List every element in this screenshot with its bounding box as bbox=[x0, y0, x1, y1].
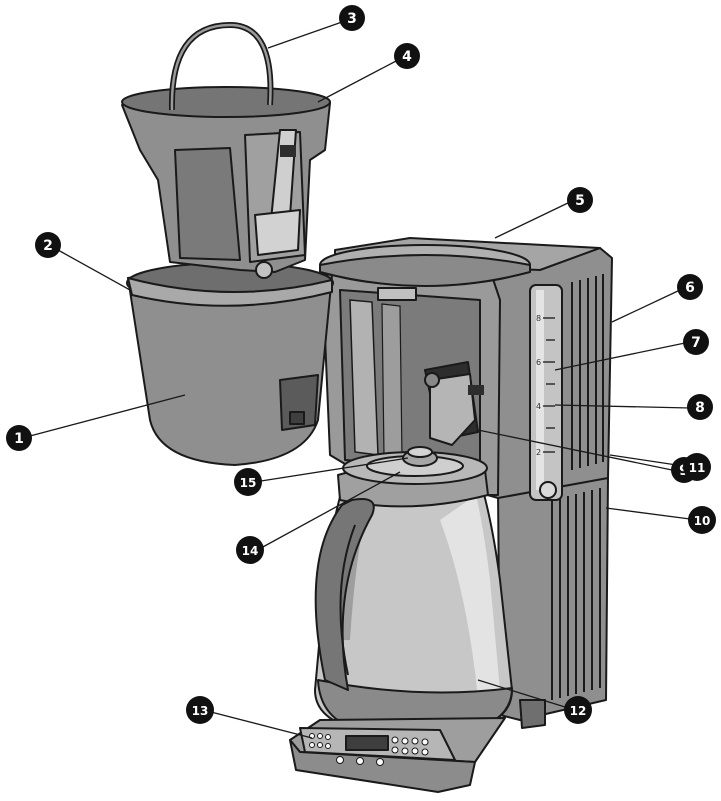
callout-1: 1 bbox=[6, 425, 32, 451]
water-scale-8: 8 bbox=[536, 314, 541, 323]
callout-14: 14 bbox=[236, 536, 264, 564]
water-scale-4: 4 bbox=[536, 402, 541, 411]
water-level-window: 8 6 4 2 bbox=[529, 284, 563, 501]
callout-3: 3 bbox=[339, 5, 365, 31]
anti-drip-valve bbox=[424, 361, 484, 446]
callout-4: 4 bbox=[394, 43, 420, 69]
callout-2-label: 2 bbox=[43, 238, 53, 254]
control-panel bbox=[289, 717, 506, 793]
callout-1-label: 1 bbox=[14, 431, 24, 447]
callout-3-label: 3 bbox=[347, 11, 357, 27]
callout-12-label: 12 bbox=[570, 704, 587, 718]
callout-11-display: 11 bbox=[683, 453, 711, 481]
callout-5: 5 bbox=[567, 187, 593, 213]
callout-15-label: 15 bbox=[240, 476, 257, 490]
callout-7: 7 bbox=[683, 329, 709, 355]
callout-8: 8 bbox=[687, 394, 713, 420]
housing-ribs-lower bbox=[551, 488, 601, 700]
callout-12: 12 bbox=[564, 696, 592, 724]
callout-10: 10 bbox=[688, 506, 716, 534]
permanent-filter bbox=[121, 86, 331, 279]
filter-basket-holder bbox=[126, 262, 334, 466]
callout-8-label: 8 bbox=[695, 400, 705, 416]
lid-release-button bbox=[402, 446, 438, 467]
callout-7-label: 7 bbox=[691, 335, 701, 351]
water-scale-2: 2 bbox=[536, 448, 541, 457]
callout-11-label: 11 bbox=[689, 461, 706, 475]
callout-5-label: 5 bbox=[575, 193, 585, 209]
callout-14-label: 14 bbox=[242, 544, 259, 558]
callout-6: 6 bbox=[677, 274, 703, 300]
housing-ribs-upper bbox=[571, 274, 604, 470]
water-scale-6: 6 bbox=[536, 358, 541, 367]
carafe-handle bbox=[314, 498, 375, 691]
callout-10-label: 10 bbox=[694, 514, 711, 528]
callout-13-label: 13 bbox=[192, 704, 209, 718]
hinged-lid bbox=[319, 244, 531, 287]
callout-6-label: 6 bbox=[685, 280, 695, 296]
callout-2: 2 bbox=[35, 232, 61, 258]
callout-13: 13 bbox=[186, 696, 214, 724]
callout-4-label: 4 bbox=[402, 49, 412, 65]
callout-15: 15 bbox=[234, 468, 262, 496]
